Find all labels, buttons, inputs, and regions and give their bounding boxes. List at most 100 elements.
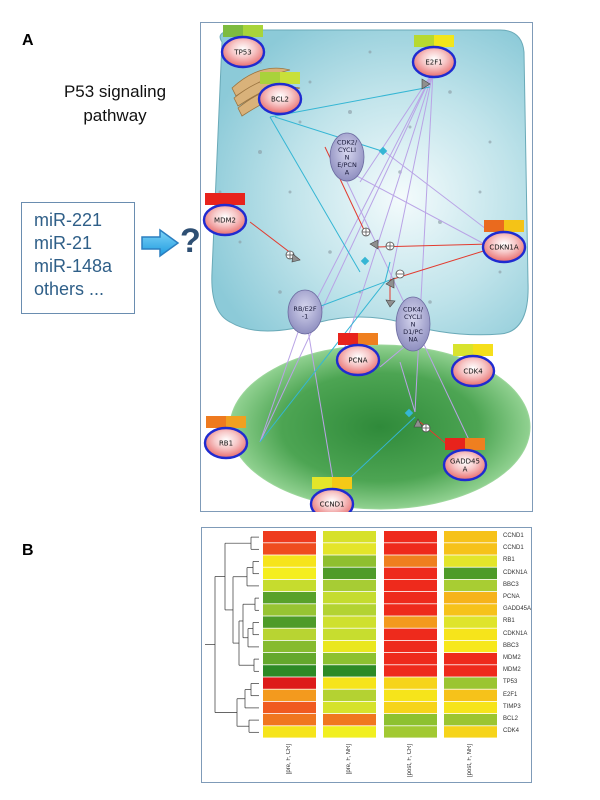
heatmap-cell [263,689,316,701]
heatmap-cell [323,665,376,677]
complex-rb-e2f: RB/E2F-1 [287,289,323,335]
heatmap-cell [263,555,316,567]
heatmap-row-label: MDM2 [503,655,521,661]
expression-bar [312,477,332,489]
heatmap-cell [263,677,316,689]
expression-bar [414,35,434,47]
expression-bar [434,35,454,47]
expression-bar [484,220,504,232]
gene-node-ccnd1: CCND1 [309,477,355,512]
expression-bar [504,220,524,232]
expression-bar [338,333,358,345]
heatmap-cell [444,604,497,616]
heatmap-cell [263,640,316,653]
heatmap-row-label: BBC3 [503,642,519,649]
gene-node-cdkn1a: CDKN1A [481,220,527,264]
expression-bar [453,344,473,356]
heatmap-cell [384,579,437,592]
heatmap-cell [263,665,316,677]
heatmap-cell [384,604,437,616]
gene-node-mdm2: MDM2 [202,193,248,237]
heatmap-row-label: E2F1 [503,691,518,698]
heatmap-row-label: CDKN1A [503,630,528,637]
expression-bar [280,72,300,84]
heatmap-cell [323,640,376,653]
heatmap-cell [384,531,437,543]
heatmap-cell [323,726,376,738]
question-mark: ? [180,222,201,260]
heatmap-cell [323,628,376,640]
gene-node-e2f1: E2F1 [411,35,457,79]
heatmap-cell [444,714,497,726]
heatmap-cell [444,531,497,543]
expression-bar [465,438,485,450]
heatmap-cell [444,726,497,738]
pathway-title-line1: P53 signaling [63,82,167,101]
expression-bar [260,72,280,84]
mirna-item: miR-221 [34,210,103,230]
mirna-item: miR-21 [34,233,93,253]
heatmap-row-label: RB1 [503,557,515,564]
pathway-title-line2: pathway [83,106,147,125]
pathway-title: P53 signaling pathway [40,80,190,128]
heatmap-cell [323,567,376,579]
heatmap-cell [323,653,376,665]
expression-bar [206,416,226,428]
heatmap-row-label: CCND1 [503,533,524,539]
heatmap-col-label: [pre, F, NR] [345,744,352,775]
heatmap-cell [444,628,497,640]
heatmap-frame [201,527,532,783]
gene-node-bcl2: BCL2 [257,72,303,116]
heatmap-cell [384,653,437,665]
heatmap-row-label: CCND1 [503,545,524,552]
gene-node-label: CCND1 [320,501,345,509]
heatmap-cell [384,640,437,653]
heatmap-cell [384,555,437,567]
heatmap-cell [323,677,376,689]
heatmap-cell [444,555,497,567]
heatmap-cell [444,543,497,555]
heatmap-row-label: BCL2 [503,716,519,722]
heatmap-cell [384,567,437,579]
heatmap-cell [384,592,437,604]
heatmap-cell [263,531,316,543]
gene-node-label: CDKN1A [489,244,519,252]
heatmap-cell [263,604,316,616]
mirna-box: miR-221 miR-21 miR-148a others ... [21,202,135,314]
heatmap-cell [444,616,497,628]
heatmap-cell [323,555,376,567]
heatmap-cell [444,592,497,604]
expression-bar [332,477,352,489]
heatmap-row-label: CDK4 [503,728,520,735]
gene-node-label: CDK4 [463,368,483,376]
heatmap-cell [384,677,437,689]
heatmap-cell [444,665,497,677]
heatmap-cell [384,726,437,738]
heatmap-col-label: [post, F, NR] [466,744,473,778]
heatmap-cell [444,701,497,714]
heatmap-row-label: TIMP3 [503,703,521,710]
expression-bar [445,438,465,450]
heatmap-cell [323,701,376,714]
gene-node-label: PCNA [348,357,367,365]
heatmap-cell [323,604,376,616]
gene-node-rb1: RB1 [203,416,249,460]
expression-bar [243,25,263,37]
heatmap-cell [323,592,376,604]
panel-a-label: A [22,32,34,49]
panel-b-label: B [22,542,34,559]
svg-text:RB/E2F-1: RB/E2F-1 [293,305,316,321]
heatmap-cell [323,616,376,628]
heatmap-cell [384,689,437,701]
heatmap-cell [323,689,376,701]
heatmap-cell [444,653,497,665]
heatmap-cell [263,592,316,604]
expression-bar [225,193,245,205]
